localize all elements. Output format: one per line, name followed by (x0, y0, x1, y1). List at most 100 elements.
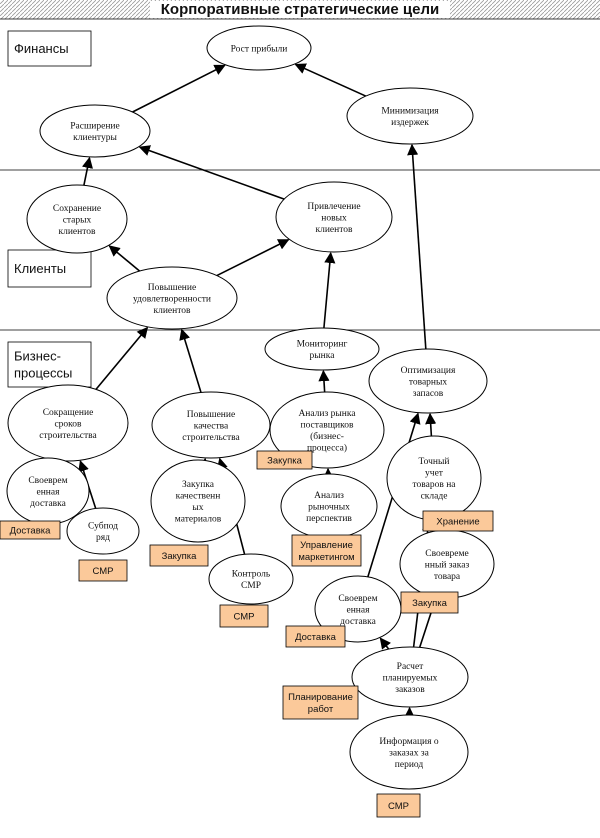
node-label: рынка (310, 351, 336, 361)
node-ellipse (368, 348, 488, 414)
node-label: Привлечение (307, 202, 360, 212)
node-label: Анализ рынка (298, 409, 356, 419)
edge-quality-to-satisfaction (179, 328, 202, 393)
tag-label: Закупка (412, 598, 448, 609)
node-label: Анализ (314, 491, 344, 501)
node-label: (бизнес- (310, 431, 344, 442)
tag-t_dostavka1: Доставка (0, 520, 61, 540)
tag-label: маркетингом (298, 552, 354, 563)
node-label: енная (37, 487, 61, 497)
section-label: процессы (14, 366, 72, 381)
node-label: Своевреме (425, 549, 469, 559)
node-ellipse (208, 553, 294, 605)
tag-box (149, 544, 209, 567)
node-ellipse (7, 384, 129, 462)
node-label: товаров на (412, 480, 456, 490)
node-label: период (395, 760, 424, 770)
node-label: клиентов (315, 225, 353, 235)
tag-box (400, 591, 459, 614)
node-label: Расширение (70, 122, 119, 132)
tag-t_dostavka2: Доставка (285, 625, 346, 648)
edge-retain-to-expand (81, 156, 93, 186)
section-processes: Бизнес-процессы (7, 341, 92, 388)
node-label: Точный (419, 456, 450, 467)
edge-expand-to-profit (132, 64, 226, 113)
tag-label: Закупка (162, 551, 198, 562)
node-label: рыночных (308, 502, 350, 512)
tag-box (285, 625, 346, 648)
node-ellipse (275, 181, 393, 253)
edge-stock-to-costs (407, 143, 427, 350)
edge-shorter-to-satisfaction (95, 326, 149, 390)
node-ellipse (66, 507, 140, 555)
node-label: Оптимизация (401, 366, 456, 376)
node-ellipse (349, 714, 469, 790)
node-label: клиентов (58, 227, 96, 237)
node-label: ых (192, 503, 203, 513)
edge-accounting-to-stock (425, 412, 437, 437)
node-label: издержек (391, 118, 429, 128)
node-label: поставщиков (300, 421, 354, 431)
node-label: перспектив (306, 514, 352, 524)
tag-t_zakupka1: Закупка (256, 450, 313, 470)
node-label: учет (425, 469, 444, 479)
node-label: товара (434, 572, 461, 582)
edge-costs-to-profit (294, 63, 367, 97)
node-label: Информация о (379, 736, 439, 747)
node-label: складе (421, 492, 448, 502)
node-label: Расчет (397, 662, 425, 672)
tag-label: работ (308, 704, 334, 715)
section-box (7, 341, 92, 388)
node-label: клиентуры (73, 133, 117, 143)
node-ellipse (264, 327, 380, 371)
node-label: СМР (241, 581, 261, 591)
node-label: товарных (409, 377, 448, 387)
tag-label: Планирование (288, 692, 353, 703)
node-label: енная (347, 605, 371, 615)
tag-box (291, 534, 362, 567)
edge-calc-to-ontime2 (379, 637, 391, 650)
node-label: Повышение (187, 410, 235, 420)
title-backdrop (150, 1, 450, 18)
tag-box (282, 685, 359, 720)
node-label: планируемых (383, 673, 438, 683)
tag-t_zakupka2: Закупка (149, 544, 209, 567)
tag-label: СМР (388, 801, 409, 812)
nodes-layer: Рост прибылиРасширениеклиентурыМинимизац… (6, 25, 495, 790)
node-label: ряд (96, 533, 110, 543)
node-label: качественн (176, 492, 221, 502)
edge-monitoring-to-attract (323, 251, 336, 329)
node-label: Рост прибыли (231, 43, 288, 54)
tag-label: Управление (300, 540, 353, 551)
node-ellipse (346, 87, 474, 145)
node-label: заказах за (389, 748, 430, 758)
section-finance: Финансы (7, 30, 92, 67)
node-label: Повышение (148, 283, 196, 293)
node-label: Закупка (182, 480, 215, 490)
tag-t_smr1: СМР (78, 559, 128, 582)
node-label: Своеврем (28, 476, 67, 486)
tag-label: СМР (92, 566, 113, 577)
section-label: Бизнес- (14, 349, 61, 364)
edge-satisfaction-to-attract (216, 239, 290, 277)
tag-label: Доставка (10, 525, 52, 536)
node-label: Субпод (88, 521, 118, 532)
tag-label: СМР (233, 611, 254, 622)
section-label: Финансы (14, 41, 69, 56)
tag-box (422, 510, 494, 532)
